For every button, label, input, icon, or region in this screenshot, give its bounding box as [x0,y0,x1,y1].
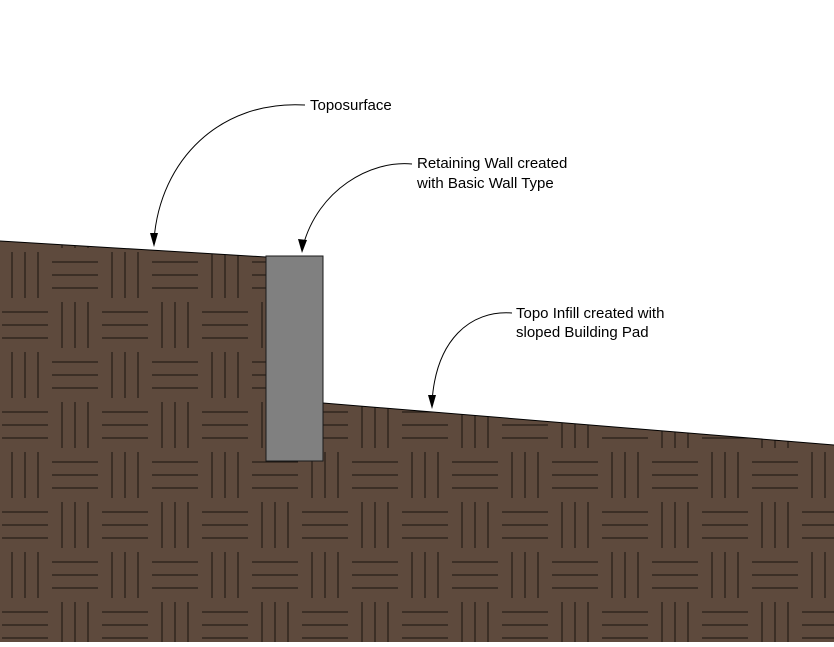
toposurface-arrowhead [150,233,158,247]
topo-infill-label-line2: sloped Building Pad [516,324,649,341]
toposurface-edge [0,240,267,258]
topo-infill-label-line1: Topo Infill created with [516,305,664,322]
topo-infill-region [266,403,834,642]
toposurface-leader [153,104,306,241]
topo-infill-leader [431,312,513,403]
retaining-wall-label-line2: with Basic Wall Type [416,175,554,192]
topo-infill-arrowhead [428,395,436,409]
toposurface-label: Toposurface [310,97,392,114]
topo-infill-edge [322,402,834,446]
retaining-wall-arrowhead [298,239,307,253]
toposurface-region [0,241,266,642]
retaining-wall-leader [302,163,413,247]
retaining-wall-label-line1: Retaining Wall created [417,155,567,172]
retaining-wall [265,255,324,462]
